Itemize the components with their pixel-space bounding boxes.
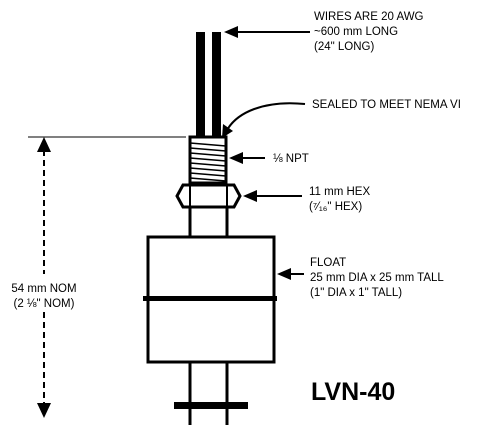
arrow-npt bbox=[229, 152, 265, 164]
stem-lower bbox=[188, 362, 229, 425]
float-label-line1: FLOAT bbox=[310, 257, 346, 269]
float-band bbox=[143, 296, 277, 301]
wires-label-line3: (24" LONG) bbox=[314, 41, 374, 53]
wires-label-line1: WIRES ARE 20 AWG bbox=[314, 11, 424, 23]
hex-nut bbox=[175, 183, 242, 209]
arrow-wires bbox=[224, 26, 310, 38]
hex-label-line2: (⁷⁄₁₆" HEX) bbox=[309, 201, 362, 213]
wires-label-line2: ~600 mm LONG bbox=[314, 26, 398, 38]
sealed-label: SEALED TO MEET NEMA VI bbox=[312, 99, 461, 111]
wire-left bbox=[196, 32, 205, 139]
wire-right bbox=[212, 32, 221, 139]
nom-label-line2: (2 ⅛" NOM) bbox=[14, 298, 75, 310]
float-label-line3: (1" DIA x 1" TALL) bbox=[310, 287, 402, 299]
arrow-sealed bbox=[222, 102, 306, 138]
stem-upper bbox=[188, 207, 229, 237]
model-title: LVN-40 bbox=[311, 378, 395, 406]
dimension-line bbox=[28, 136, 186, 418]
retaining-clip bbox=[174, 402, 248, 409]
arrow-float bbox=[277, 268, 304, 280]
arrow-hex bbox=[243, 190, 302, 202]
npt-label: ⅛ NPT bbox=[273, 153, 309, 165]
float-label-line2: 25 mm DIA x 25 mm TALL bbox=[310, 272, 444, 284]
hex-label-line1: 11 mm HEX bbox=[309, 186, 370, 198]
npt-thread bbox=[188, 135, 228, 185]
nom-label-line1: 54 mm NOM bbox=[11, 283, 76, 295]
